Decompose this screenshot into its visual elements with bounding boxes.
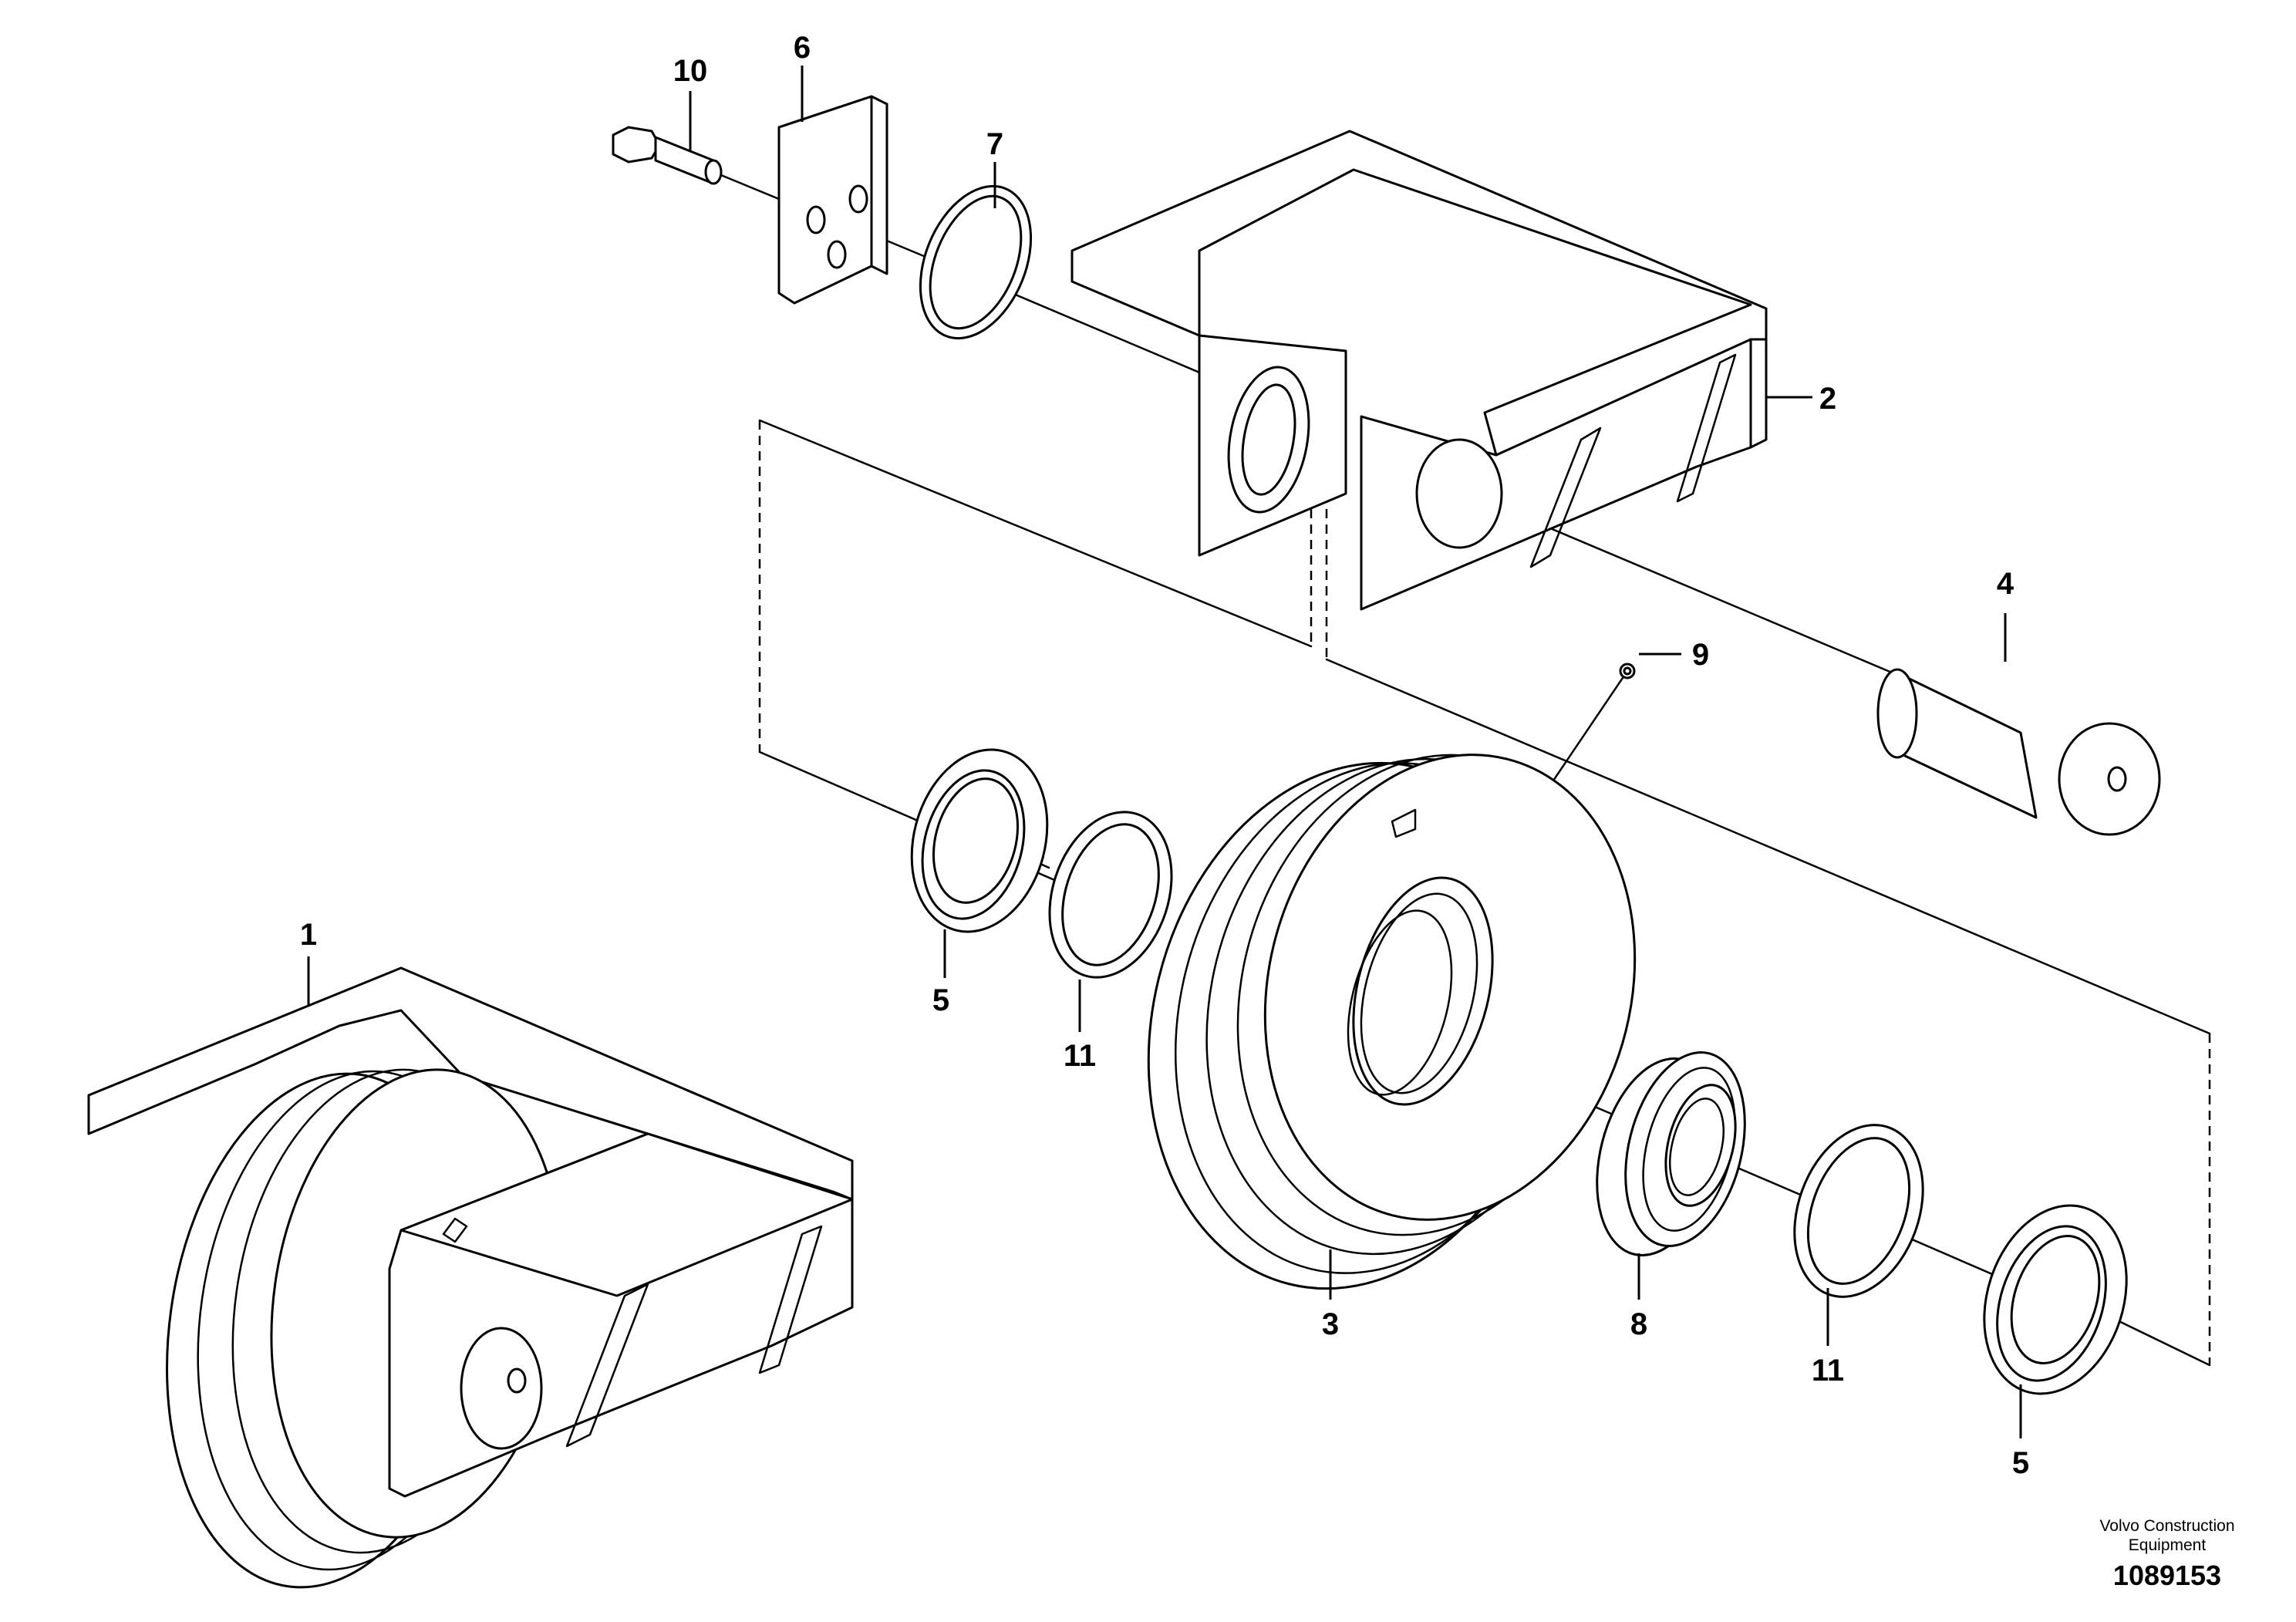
brand-line-1: Volvo Construction [2099,1517,2234,1535]
shaft-part-4 [1876,668,2161,836]
washer-part-11-lower [1793,1124,1924,1298]
callout-11-lower: 11 [1812,1354,1844,1388]
callout-5-upper: 5 [932,983,949,1017]
callout-9: 9 [1692,638,1709,672]
bracket-part-2 [1070,130,1768,611]
callout-1: 1 [300,918,317,952]
washer-part-11-upper [1048,811,1173,979]
idler-wheel-part-3 [1147,754,1637,1290]
o-ring-part-7 [919,184,1033,340]
seal-part-5-lower [1983,1204,2128,1395]
callout-2: 2 [1819,382,1836,416]
plate-part-6 [777,95,888,305]
grease-nipple-part-9 [1619,663,1636,679]
leader-lines [307,66,2022,1438]
callout-5-lower: 5 [2012,1446,2029,1480]
callout-8: 8 [1630,1307,1647,1341]
callout-7: 7 [986,127,1003,161]
seal-part-5-upper [910,748,1049,933]
callout-3: 3 [1322,1307,1339,1341]
callout-6: 6 [794,31,811,65]
callout-10: 10 [673,54,708,88]
reference-number: 1089153 [2113,1560,2221,1591]
idler-assembly-part-1 [87,966,854,1589]
brand-line-2: Equipment [2129,1536,2207,1554]
bolt-part-10 [612,126,723,185]
callout-4: 4 [1997,567,2014,601]
bearing-part-8 [1596,1051,1746,1256]
callout-labels: 10 6 7 2 4 9 5 11 1 3 8 11 5 [300,31,2029,1480]
callout-11-upper: 11 [1064,1039,1096,1073]
footer: Volvo Construction Equipment 1089153 [2099,1517,2234,1591]
